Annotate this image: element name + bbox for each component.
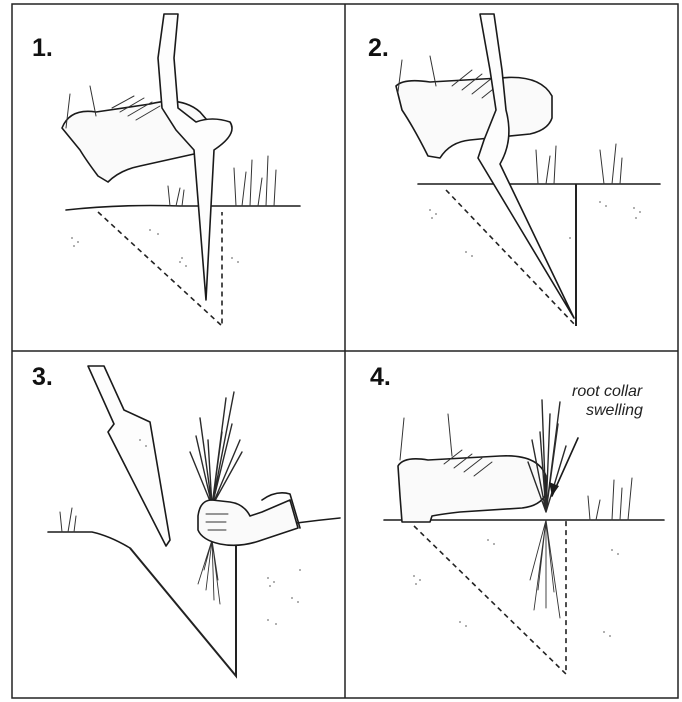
- ground-line-1: [66, 206, 300, 211]
- step-number-1: 1.: [32, 34, 53, 62]
- soil-texture-4: [413, 539, 619, 637]
- grass-tufts-2: [536, 144, 622, 184]
- step-number-3: 3.: [32, 363, 53, 391]
- panel-2: 2.: [368, 14, 660, 326]
- planting-bar-3: [88, 366, 170, 546]
- hand-3: [198, 493, 300, 545]
- grass-tufts-1: [168, 156, 276, 206]
- annotation-line-1: root collar: [572, 383, 643, 400]
- seedling-3: [190, 392, 242, 604]
- panel-4: 4. root collar sw: [370, 363, 664, 674]
- boot-4: [398, 414, 546, 522]
- panel-1: 1.: [32, 14, 300, 326]
- seedling-4: [528, 400, 566, 618]
- planting-bar-2: [478, 14, 574, 318]
- panel-3: 3.: [32, 363, 340, 676]
- annotation-line-2: swelling: [586, 402, 643, 419]
- grass-tufts-4: [588, 478, 632, 520]
- grass-tuft-3: [60, 508, 76, 532]
- boot-2: [396, 56, 552, 158]
- soil-texture-1: [71, 229, 239, 267]
- step-number-2: 2.: [368, 34, 389, 62]
- soil-texture-3: [267, 569, 301, 625]
- root-collar-callout: root collar swelling: [549, 383, 643, 496]
- step-number-4: 4.: [370, 363, 391, 391]
